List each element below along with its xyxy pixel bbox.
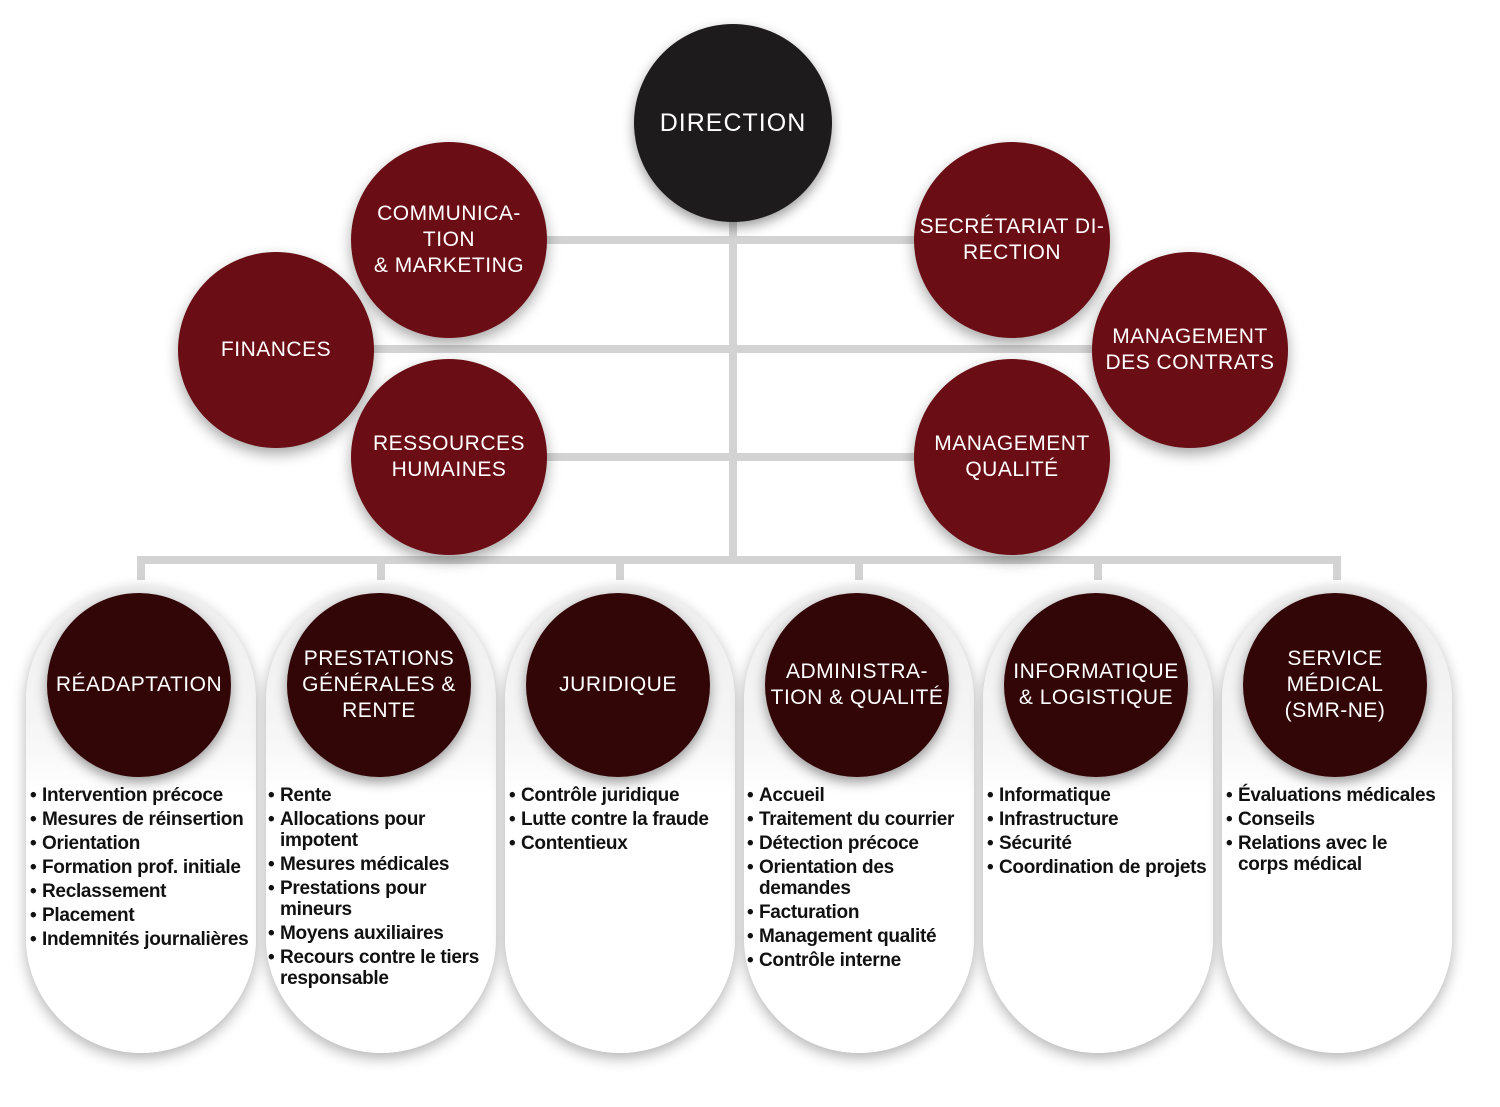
prestations-node: PRESTATIONS GÉNÉRALES & RENTE [287,593,471,777]
list-item: Conseils [1226,809,1452,830]
list-item: Reclassement [30,881,256,902]
list-item: Infrastructure [987,809,1213,830]
service-medical-label: SERVICE MÉDICAL (SMR-NE) [1284,647,1386,722]
management-contrats-label: MANAGEMENT DES CONTRATS [1105,325,1275,374]
list-item: Orientation [30,833,256,854]
list-item: Coordination de projets [987,857,1213,878]
management-qualite-label: MANAGEMENT QUALITÉ [934,432,1090,481]
ressources-humaines-node: RESSOURCES HUMAINES [351,359,547,555]
administration-label: ADMINISTRA- TION & QUALITÉ [770,660,944,709]
list-item: Moyens auxiliaires [268,923,468,944]
list-item: Management qualité [747,926,973,947]
ressources-humaines-label: RESSOURCES HUMAINES [372,432,526,481]
list-item: Mesures de réinsertion [30,809,256,830]
list-item: Contrôle juridique [509,785,735,806]
list-item: Mesures médicales [268,854,468,875]
secretariat-label: SECRÉTARIAT DI- RECTION [919,215,1105,264]
list-item: Contentieux [509,833,735,854]
readaptation-list: Intervention précoce Mesures de réinsert… [30,785,256,953]
communication-node: COMMUNICA- TION & MARKETING [351,142,547,338]
service-medical-node: SERVICE MÉDICAL (SMR-NE) [1243,593,1427,777]
list-item: Prestations pour mineurs [268,878,445,920]
informatique-list: Informatique Infrastructure Sécurité Coo… [987,785,1213,881]
list-item: Lutte contre la fraude [509,809,735,830]
finances-label: FINANCES [220,338,332,361]
list-item: Placement [30,905,256,926]
readaptation-node: RÉADAPTATION [47,593,231,777]
list-item: Relations avec le corps médical [1226,833,1388,875]
administration-node: ADMINISTRA- TION & QUALITÉ [765,593,949,777]
list-item: Rente [268,785,468,806]
list-item: Allocations pour impotent [268,809,440,851]
list-item: Détection précoce [747,833,973,854]
management-contrats-node: MANAGEMENT DES CONTRATS [1092,252,1288,448]
list-item: Évaluations médicales [1226,785,1452,806]
direction-node: DIRECTION [634,24,832,222]
prestations-label: PRESTATIONS GÉNÉRALES & RENTE [302,647,456,722]
list-item: Intervention précoce [30,785,256,806]
list-item: Traitement du courrier [747,809,973,830]
list-item: Accueil [747,785,973,806]
list-item: Orientation des demandes [747,857,899,899]
communication-label: COMMUNICA- TION & MARKETING [373,202,525,277]
informatique-node: INFORMATIQUE & LOGISTIQUE [1004,593,1188,777]
list-item: Recours contre le tiers responsable [268,947,485,989]
juridique-label: JURIDIQUE [559,673,677,696]
list-item: Informatique [987,785,1213,806]
list-item: Sécurité [987,833,1213,854]
list-item: Contrôle interne [747,950,973,971]
finances-node: FINANCES [178,252,374,448]
secretariat-node: SECRÉTARIAT DI- RECTION [914,142,1110,338]
list-item: Indemnités journalières [30,929,256,950]
juridique-list: Contrôle juridique Lutte contre la fraud… [509,785,735,857]
juridique-node: JURIDIQUE [526,593,710,777]
direction-label: DIRECTION [659,109,807,137]
list-item: Formation prof. initiale [30,857,256,878]
readaptation-label: RÉADAPTATION [55,673,223,696]
administration-list: Accueil Traitement du courrier Détection… [747,785,973,974]
prestations-list: Rente Allocations pour impotent Mesures … [268,785,479,992]
service-medical-list: Évaluations médicales Conseils Relations… [1226,785,1452,878]
informatique-label: INFORMATIQUE & LOGISTIQUE [1013,660,1179,709]
list-item: Facturation [747,902,973,923]
management-qualite-node: MANAGEMENT QUALITÉ [914,359,1110,555]
